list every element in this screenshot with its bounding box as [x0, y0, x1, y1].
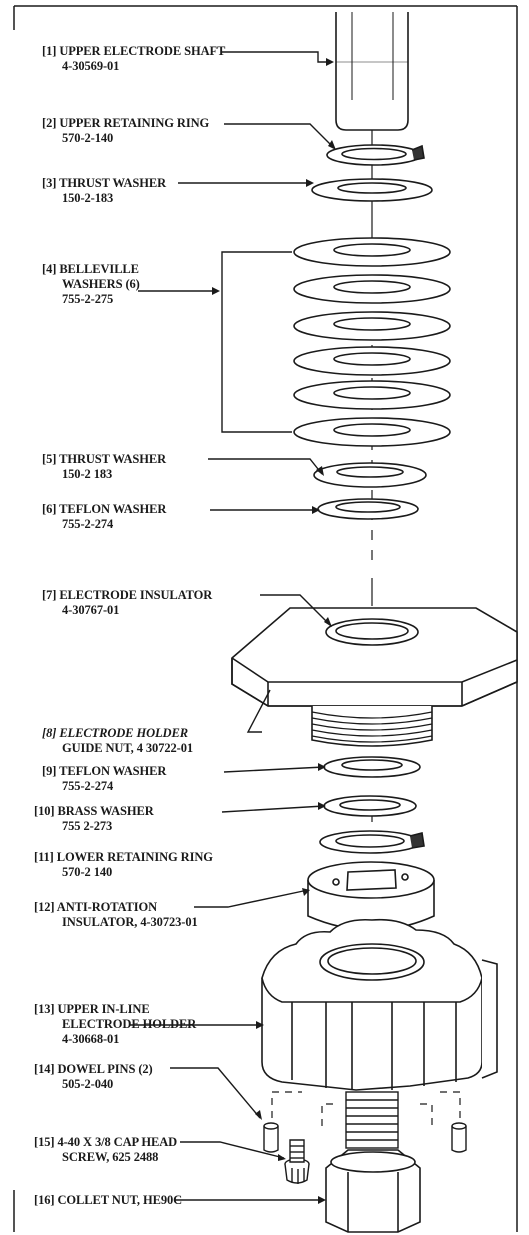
- part-label-11: [11] LOWER RETAINING RING 570-2 140: [34, 850, 213, 880]
- part-label-15: [15] 4-40 X 3/8 CAP HEAD SCREW, 625 2488: [34, 1135, 177, 1165]
- part-label-16: [16] COLLET NUT, HE90C: [34, 1193, 182, 1208]
- part-code: 4-30569-01: [62, 59, 120, 73]
- part-name: THRUST WASHER: [59, 452, 167, 466]
- part-number: [13]: [34, 1002, 55, 1016]
- part-name: BRASS WASHER: [57, 804, 154, 818]
- part-number: [3]: [42, 176, 57, 190]
- part-label-7: [7] ELECTRODE INSULATOR 4-30767-01: [42, 588, 212, 618]
- part-code: GUIDE NUT, 4 30722-01: [62, 741, 194, 755]
- page-border: [13, 5, 518, 1232]
- part-code: 150-2 183: [62, 467, 113, 481]
- part-code: 755-2-274: [62, 517, 114, 531]
- part-label-2: [2] UPPER RETAINING RING 570-2-140: [42, 116, 209, 146]
- part-name: UPPER IN-LINE: [57, 1002, 150, 1016]
- collet-nut-drawing: [325, 1149, 421, 1233]
- part-label-12: [12] ANTI-ROTATION INSULATOR, 4-30723-01: [34, 900, 198, 930]
- part-code: 505-2-040: [62, 1077, 114, 1091]
- brass-washer-drawing: [323, 795, 417, 817]
- part-label-9: [9] TEFLON WASHER 755-2-274: [42, 764, 166, 794]
- part-code: INSULATOR, 4-30723-01: [62, 915, 198, 929]
- part-label-8: [8] ELECTRODE HOLDER GUIDE NUT, 4 30722-…: [42, 726, 193, 756]
- thrust-washer-top-drawing: [311, 178, 433, 202]
- part-name: 4-40 X 3/8 CAP HEAD: [57, 1135, 178, 1149]
- part-number: [16]: [34, 1193, 55, 1207]
- part-label-13: [13] UPPER IN-LINE ELECTRODE HOLDER 4-30…: [34, 1002, 196, 1047]
- part-code: 755-2-275: [62, 292, 114, 306]
- part-number: [12]: [34, 900, 55, 914]
- pin-guide-lines: [271, 1091, 461, 1126]
- part-number: [5]: [42, 452, 57, 466]
- part-name: ANTI-ROTATION: [56, 900, 158, 914]
- part-number: [6]: [42, 502, 57, 516]
- leader-lines: [130, 51, 335, 1201]
- part-name: ELECTRODE HOLDER: [59, 726, 188, 740]
- part-label-6: [6] TEFLON WASHER 755-2-274: [42, 502, 166, 532]
- part-name-line-2: WASHERS (6): [62, 277, 140, 291]
- part-number: [9]: [42, 764, 57, 778]
- leader-arrowheads: [212, 58, 336, 1204]
- teflon-washer-top-drawing: [317, 498, 419, 520]
- part-number: [10]: [34, 804, 55, 818]
- part-name: DOWEL PINS (2): [57, 1062, 153, 1076]
- part-name: UPPER ELECTRODE SHAFT: [59, 44, 226, 58]
- dowel-pins-drawing: [263, 1122, 467, 1153]
- part-code: 4-30668-01: [62, 1032, 120, 1046]
- part-number: [14]: [34, 1062, 55, 1076]
- part-label-1: [1] UPPER ELECTRODE SHAFT 4-30569-01: [42, 44, 225, 74]
- part-name: TEFLON WASHER: [59, 764, 167, 778]
- part-label-4: [4] BELLEVILLE WASHERS (6) 755-2-275: [42, 262, 140, 307]
- part-name: BELLEVILLE: [59, 262, 139, 276]
- part-label-3: [3] THRUST WASHER 150-2-183: [42, 176, 166, 206]
- part-number: [8]: [42, 726, 57, 740]
- part-name: LOWER RETAINING RING: [56, 850, 213, 864]
- part-name: COLLET NUT, HE90C: [57, 1193, 183, 1207]
- threaded-stub-drawing: [345, 1091, 399, 1149]
- part-code: 150-2-183: [62, 191, 114, 205]
- part-code: 4-30767-01: [62, 603, 120, 617]
- part-name: TEFLON WASHER: [59, 502, 167, 516]
- upper-electrode-shaft-drawing: [335, 12, 409, 131]
- cap-head-screw-drawing: [284, 1139, 310, 1184]
- anti-rotation-insulator-drawing: [307, 861, 435, 931]
- part-number: [4]: [42, 262, 57, 276]
- part-label-5: [5] THRUST WASHER 150-2 183: [42, 452, 166, 482]
- part-number: [1]: [42, 44, 57, 58]
- part-name-line-2: ELECTRODE HOLDER: [62, 1017, 197, 1031]
- part-number: [7]: [42, 588, 57, 602]
- part-code: 755-2-274: [62, 779, 114, 793]
- part-label-10: [10] BRASS WASHER 755 2-273: [34, 804, 154, 834]
- part-label-14: [14] DOWEL PINS (2) 505-2-040: [34, 1062, 153, 1092]
- part-code: 570-2-140: [62, 131, 114, 145]
- belleville-washers-drawing: [293, 237, 451, 447]
- part-number: [15]: [34, 1135, 55, 1149]
- part-number: [2]: [42, 116, 57, 130]
- thrust-washer-bottom-drawing: [313, 462, 427, 488]
- lower-retaining-ring-drawing: [319, 830, 425, 854]
- part-code: 570-2 140: [62, 865, 113, 879]
- part-name: UPPER RETAINING RING: [59, 116, 210, 130]
- part-code: SCREW, 625 2488: [62, 1150, 159, 1164]
- part-number: [11]: [34, 850, 54, 864]
- electrode-holder-block-drawing: [231, 607, 518, 747]
- part-name: THRUST WASHER: [59, 176, 167, 190]
- part-code: 755 2-273: [62, 819, 113, 833]
- upper-inline-electrode-holder-drawing: [261, 918, 498, 1091]
- upper-retaining-ring-drawing: [326, 144, 425, 166]
- teflon-washer-bottom-drawing: [323, 756, 421, 778]
- part-name: ELECTRODE INSULATOR: [59, 588, 213, 602]
